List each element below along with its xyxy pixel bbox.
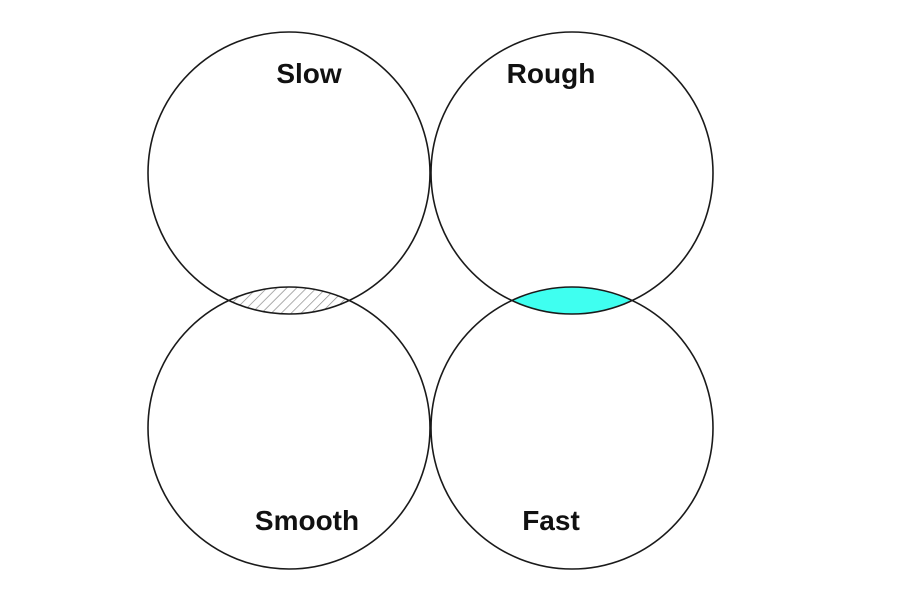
label-fast: Fast <box>522 505 580 536</box>
circle-fast <box>430 286 714 570</box>
circle-smooth <box>147 286 431 570</box>
circle-slow <box>147 31 431 315</box>
label-rough: Rough <box>507 58 596 89</box>
label-slow: Slow <box>276 58 342 89</box>
circle-rough <box>430 31 714 315</box>
label-smooth: Smooth <box>255 505 359 536</box>
